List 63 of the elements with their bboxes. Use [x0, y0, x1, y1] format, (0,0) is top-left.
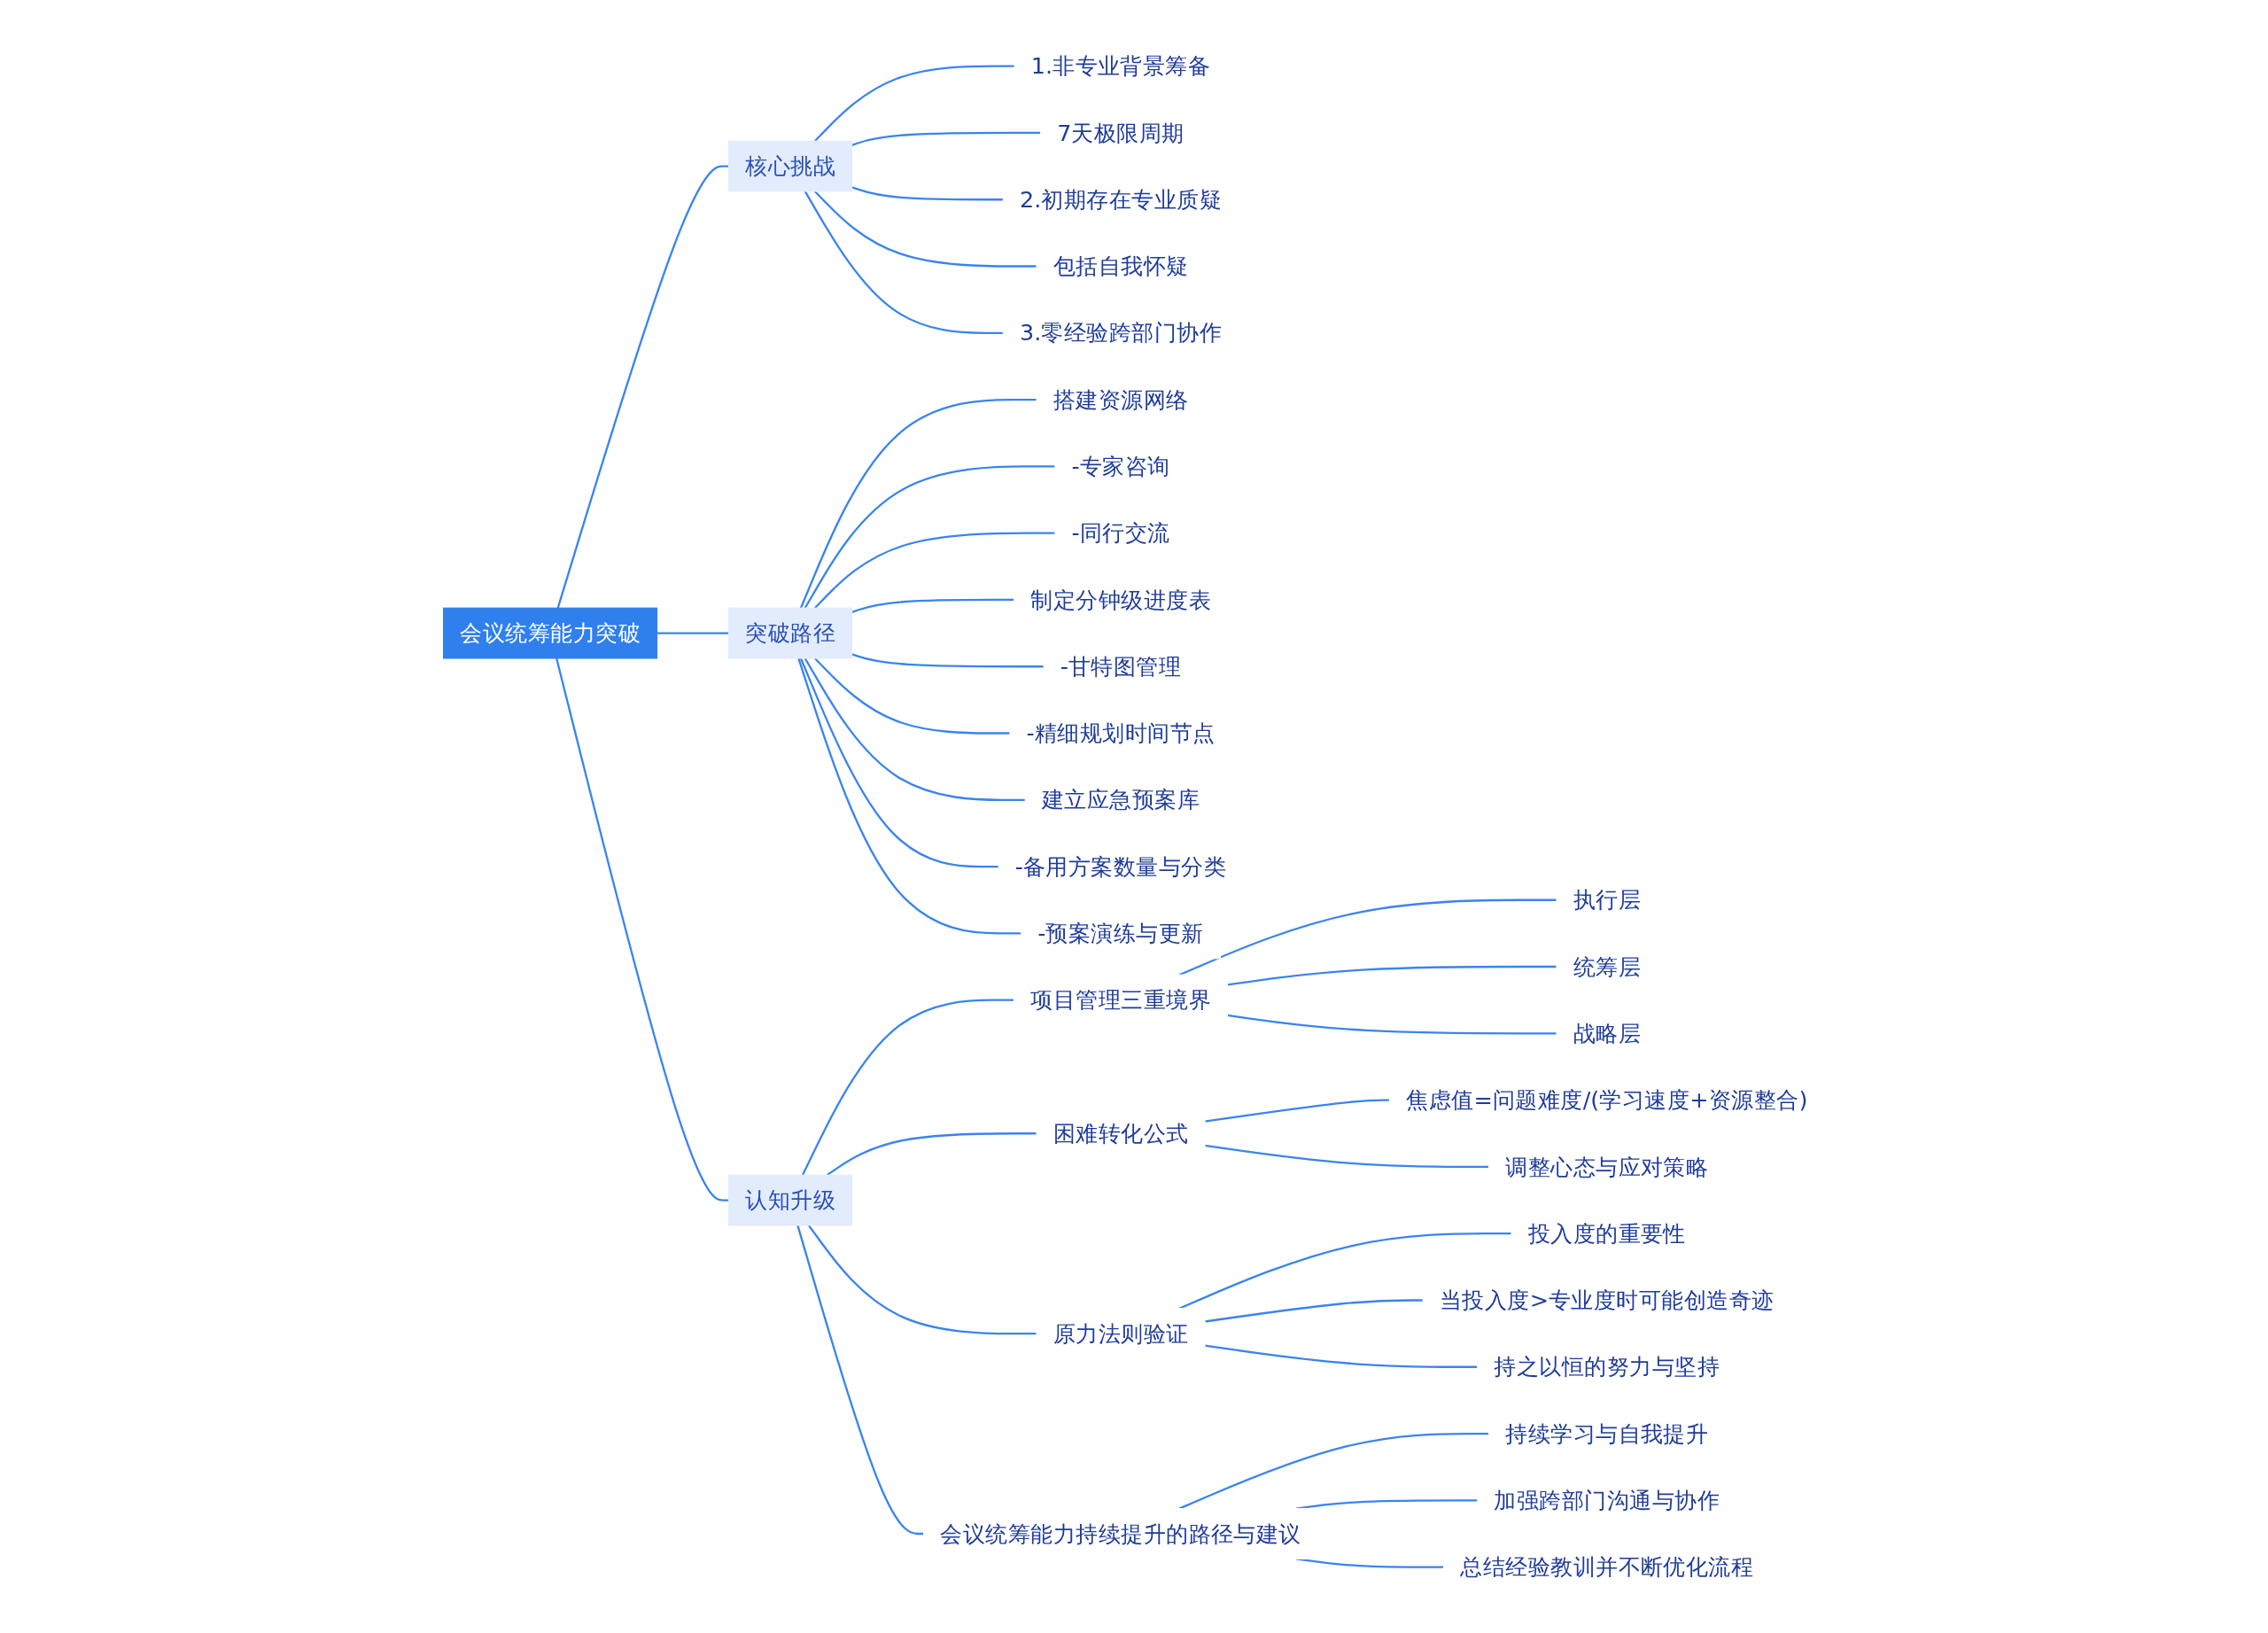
node-text: 7天极限周期 — [1057, 120, 1185, 146]
connector — [827, 1131, 1037, 1176]
connector — [851, 131, 1041, 146]
node-text: 包括自我怀疑 — [1052, 253, 1189, 279]
connector — [1205, 1099, 1390, 1123]
node-text: 3.零经验跨部门协作 — [1020, 320, 1223, 346]
connector — [814, 65, 1015, 142]
connector — [1205, 1299, 1424, 1323]
connector — [796, 1225, 924, 1535]
connector — [656, 632, 729, 634]
connector — [1227, 965, 1557, 986]
connector — [1227, 1014, 1557, 1035]
node-text: 困难转化公式 — [1052, 1120, 1189, 1147]
node-text: 统筹层 — [1573, 953, 1642, 980]
connector — [814, 532, 1056, 609]
connector — [814, 657, 1011, 735]
node-text: 焦虑值=问题难度/(学习速度+资源整合) — [1406, 1086, 1808, 1113]
connector — [797, 657, 1021, 935]
connector — [808, 1225, 1037, 1335]
connector — [1178, 1232, 1512, 1310]
connector — [800, 657, 999, 868]
connector — [851, 653, 1045, 668]
node-text: 执行层 — [1573, 887, 1642, 914]
node-box: 认知升级 — [728, 1174, 853, 1226]
connector — [1178, 1432, 1489, 1510]
connector — [802, 999, 1014, 1176]
node-text: 战略层 — [1573, 1020, 1642, 1046]
node-text: -精细规划时间节点 — [1026, 719, 1216, 746]
node-text: 原力法则验证 — [1052, 1320, 1189, 1347]
node-text: 建立应急预案库 — [1042, 787, 1200, 813]
node-text: -专家咨询 — [1071, 453, 1170, 479]
connector — [804, 657, 1026, 801]
node-text: -同行交流 — [1071, 520, 1170, 546]
connector — [556, 165, 729, 609]
node-text: 项目管理三重境界 — [1030, 987, 1212, 1014]
node-text: 持之以恒的努力与坚持 — [1494, 1354, 1720, 1380]
connector — [851, 598, 1014, 613]
connector — [1205, 1344, 1478, 1368]
node-box: 会议统筹能力突破 — [443, 607, 658, 659]
connector — [804, 465, 1056, 609]
connector — [1205, 1144, 1489, 1168]
node-box: 突破路径 — [728, 607, 853, 659]
node-text: 总结经验教训并不断优化流程 — [1460, 1554, 1754, 1580]
node-box: 核心挑战 — [728, 140, 853, 192]
connector — [800, 398, 1037, 609]
node-text: -备用方案数量与分类 — [1014, 853, 1227, 880]
node-text: 1.非专业背景筹备 — [1030, 53, 1211, 79]
connector — [851, 186, 1004, 201]
node-text: 加强跨部门沟通与协作 — [1494, 1487, 1720, 1513]
node-text: 持续学习与自我提升 — [1505, 1420, 1709, 1447]
connector — [814, 191, 1037, 268]
node-text: 制定分钟级进度表 — [1030, 587, 1212, 613]
node-text: -甘特图管理 — [1060, 653, 1182, 680]
node-text: 搭建资源网络 — [1052, 386, 1189, 413]
connector — [555, 657, 729, 1201]
node-text: 投入度的重要性 — [1527, 1220, 1687, 1247]
connector — [1178, 898, 1557, 976]
node-text: 当投入度>专业度时可能创造奇迹 — [1439, 1287, 1775, 1313]
node-text: 会议统筹能力持续提升的路径与建议 — [940, 1520, 1302, 1547]
node-text: 调整心态与应对策略 — [1505, 1154, 1709, 1180]
connector — [804, 191, 1004, 334]
node-text: 2.初期存在专业质疑 — [1020, 186, 1223, 213]
node-text: -预案演练与更新 — [1037, 920, 1205, 946]
